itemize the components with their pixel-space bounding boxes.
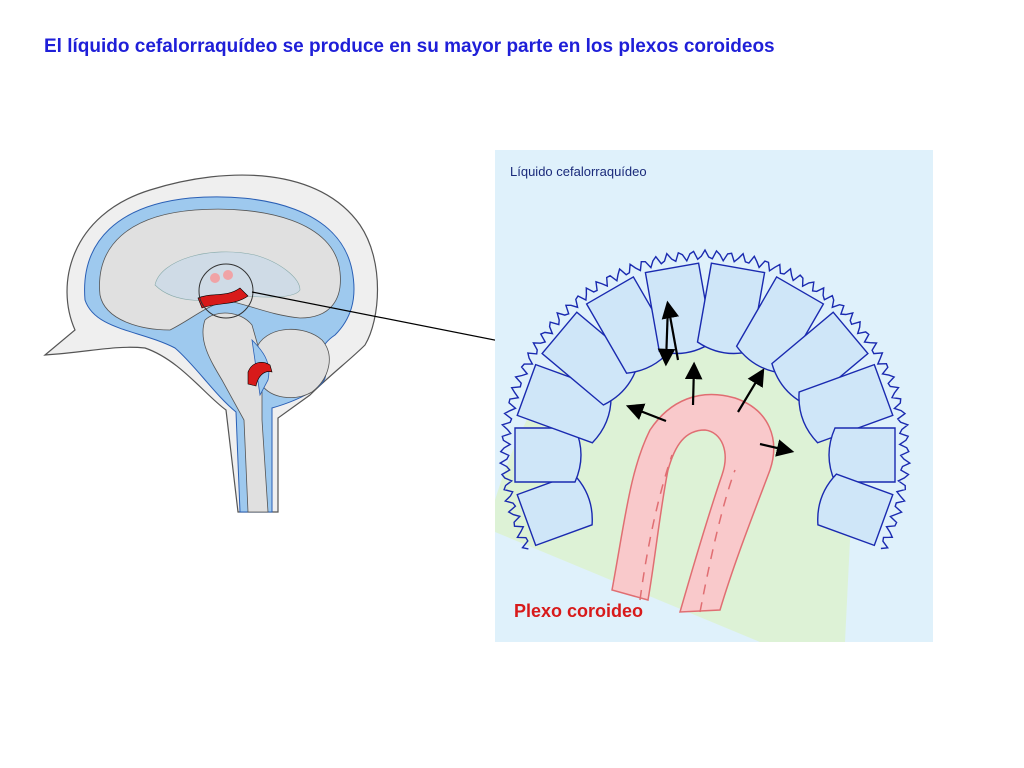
capillary-lumen-edge	[639, 454, 736, 613]
brainstem	[202, 312, 269, 513]
choroid-plexus-lateral	[197, 287, 249, 309]
villus	[514, 427, 582, 483]
plexus-zoom-panel: Líquido cefalorraquídeo Plexo coroideo	[495, 150, 933, 642]
secretion-arrow	[759, 439, 795, 457]
slide-title: El líquido cefalorraquídeo se produce en…	[44, 36, 775, 57]
zoom-circle	[198, 263, 254, 319]
villus	[817, 473, 894, 547]
secretion-arrow	[661, 300, 680, 361]
secretion-arrow	[737, 368, 765, 413]
villus	[828, 427, 896, 483]
brain-sagittal-section	[43, 174, 379, 513]
choroid-plexus-fourth	[247, 362, 273, 387]
secretion-arrows	[625, 300, 795, 457]
plexus-label: Plexo coroideo	[514, 601, 643, 621]
secretion-arrow	[625, 403, 667, 423]
villus	[516, 473, 593, 547]
microvilli-border	[498, 248, 912, 550]
choroid-plexus-bud	[223, 270, 233, 280]
villus	[798, 363, 894, 444]
secretion-arrow	[684, 361, 703, 406]
choroid-plexus-bud	[210, 273, 220, 283]
csf-label: Líquido cefalorraquídeo	[510, 164, 647, 179]
